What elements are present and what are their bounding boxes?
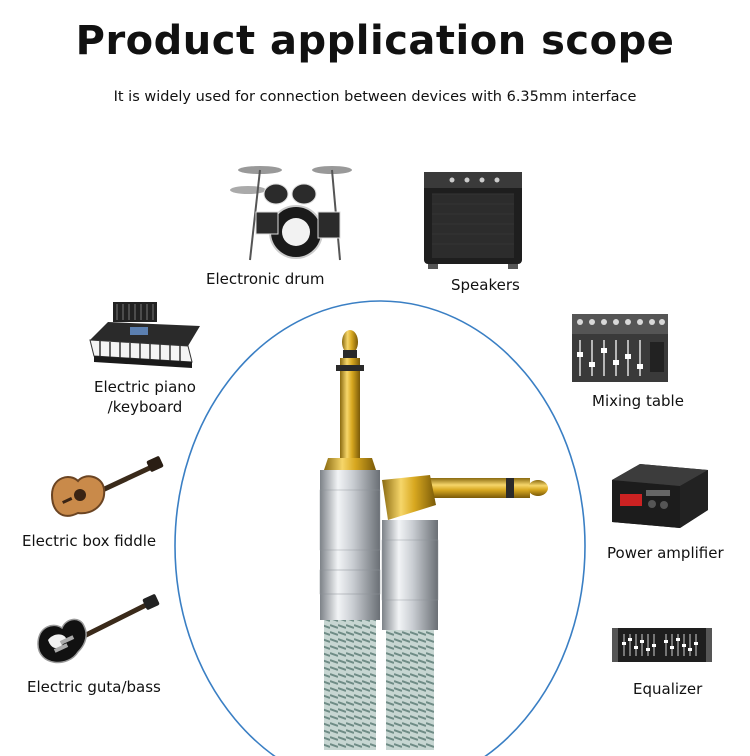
drum-kit-icon bbox=[230, 166, 352, 261]
audio-cable-plugs bbox=[319, 330, 548, 750]
electric-guitar-icon bbox=[37, 594, 160, 664]
device-label-mixer: Mixing table bbox=[592, 392, 684, 410]
equalizer-icon bbox=[612, 628, 712, 662]
highlight-oval bbox=[174, 300, 586, 756]
mixing-console-icon bbox=[572, 314, 668, 382]
device-label-piano-line2: /keyboard bbox=[107, 398, 183, 416]
page-title: Product application scope bbox=[75, 18, 675, 64]
acoustic-guitar-icon bbox=[50, 456, 164, 517]
keyboard-icon bbox=[89, 302, 200, 368]
device-label-speakers: Speakers bbox=[451, 276, 520, 294]
device-label-drum: Electronic drum bbox=[206, 270, 325, 288]
device-label-piano-line1: Electric piano bbox=[94, 378, 196, 396]
device-label-power: Power amplifier bbox=[607, 544, 724, 562]
page-subtitle: It is widely used for connection between… bbox=[113, 89, 637, 105]
device-label-eq: Equalizer bbox=[633, 680, 703, 698]
power-amplifier-icon bbox=[612, 464, 708, 528]
amplifier-speaker-icon bbox=[424, 172, 522, 269]
device-label-fiddle: Electric box fiddle bbox=[22, 532, 157, 550]
device-label-bass: Electric guta/bass bbox=[27, 678, 161, 696]
